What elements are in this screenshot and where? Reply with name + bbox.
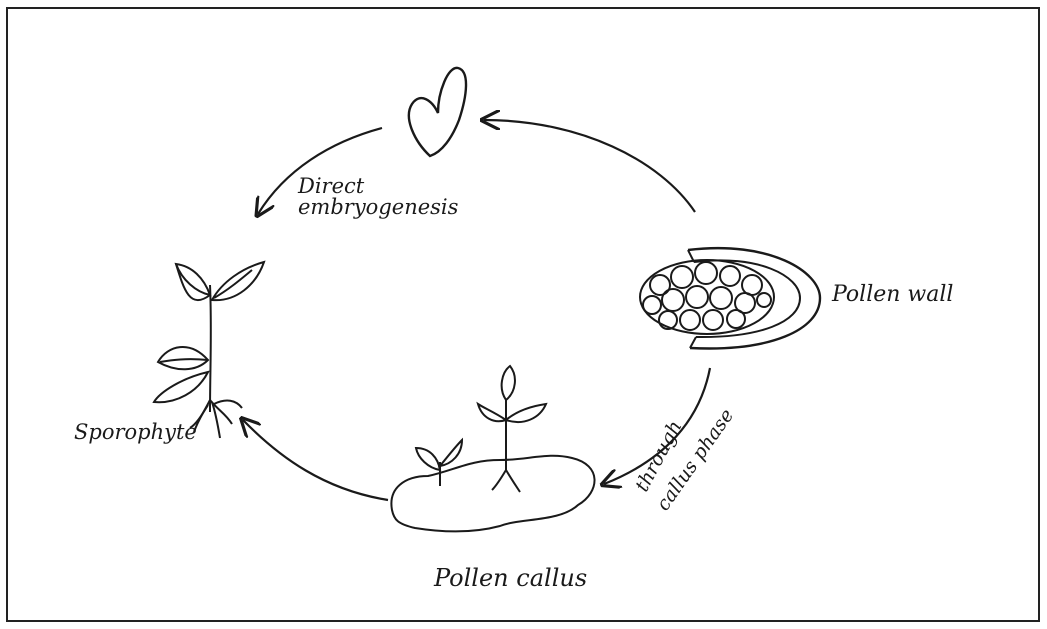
pollen-wall-label: Pollen wall	[831, 282, 953, 307]
sporophyte-label: Sporophyte	[74, 420, 197, 444]
callus-plantlets-icon	[391, 366, 594, 532]
frame-border	[7, 8, 1039, 621]
pollen-callus-label: Pollen callus	[433, 564, 587, 592]
callus-to-sporophyte-arrow	[243, 420, 388, 500]
pollen-grain-icon	[640, 248, 820, 348]
embryo-icon	[409, 68, 466, 156]
pollen-to-embryo-arrow	[484, 120, 695, 212]
direct-label-line2: embryogenesis	[298, 195, 459, 219]
sporophyte-plant-icon	[154, 262, 264, 438]
